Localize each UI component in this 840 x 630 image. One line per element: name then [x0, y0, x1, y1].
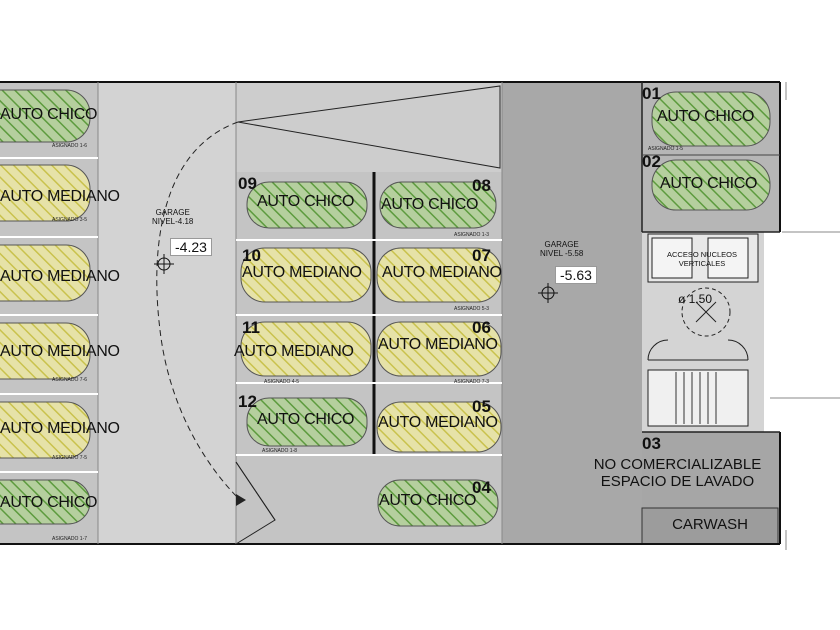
left-strip-spot-5-tag: ASIGNADO 7-5	[52, 455, 88, 461]
car-08	[379, 181, 497, 229]
spot-09-label: AUTO CHICO	[257, 193, 355, 210]
left-strip-spot-1-tag: ASIGNADO 1-6	[52, 143, 88, 149]
car-04	[377, 479, 499, 527]
car-05	[376, 401, 502, 453]
spot-12-label: AUTO CHICO	[257, 411, 355, 428]
car-07	[376, 247, 502, 303]
level-left-title: GARAGE	[155, 208, 190, 217]
spot-06-tag: ASIGNADO 7-3	[454, 379, 490, 385]
left-strip-spot-4-tag: ASIGNADO 7-6	[52, 377, 88, 383]
spot-12-number: 12	[238, 392, 257, 411]
spot-05-label: AUTO MEDIANO	[378, 414, 498, 431]
spot-07-number: 07	[472, 246, 491, 265]
spot-10-number: 10	[242, 246, 261, 265]
spot-02-label: AUTO CHICO	[660, 175, 758, 192]
diameter-label: ø 1.50	[678, 292, 713, 306]
acceso-nucleos-label: ACCESO NUCLEOS VERTICALES	[652, 250, 752, 268]
spot-01-tag: ASIGNADO 1-5	[648, 146, 684, 152]
car-12	[246, 397, 368, 447]
spot-04-number: 04	[472, 478, 491, 497]
level-middle-title: GARAGE	[544, 240, 579, 249]
left-strip-spot-6-tag: ASIGNADO 1-7	[52, 536, 88, 542]
spot-12-tag: ASIGNADO 1-8	[262, 448, 298, 454]
spot-07-tag: ASIGNADO 5-3	[454, 306, 490, 312]
left-strip-spot-4-label: AUTO MEDIANO	[0, 343, 120, 360]
left-strip-spot-6-label: AUTO CHICO	[0, 494, 98, 511]
spot-09-number: 09	[238, 174, 257, 193]
left-strip-spot-2-label: AUTO MEDIANO	[0, 188, 120, 205]
car-02	[651, 159, 771, 211]
spot-03-number: 03	[642, 434, 661, 453]
level-middle-subtitle: NIVEL -5.58	[540, 249, 584, 258]
spot-03-line1: NO COMERCIALIZABLE	[593, 456, 762, 473]
left-strip-spot-3-label: AUTO MEDIANO	[0, 268, 120, 285]
acceso-line2: VERTICALES	[678, 259, 726, 268]
acceso-line1: ACCESO NUCLEOS	[666, 250, 738, 259]
spot-08-number: 08	[472, 176, 491, 195]
spot-01-number: 01	[642, 84, 661, 103]
car-09	[246, 181, 368, 229]
carwash-label: CARWASH	[672, 516, 748, 533]
left-ramp-aisle	[98, 82, 236, 544]
spot-06-number: 06	[472, 318, 491, 337]
spot-11-label: AUTO MEDIANO	[234, 343, 354, 360]
spot-11-number: 11	[242, 318, 260, 337]
carwash-box	[641, 507, 779, 545]
spot-08-tag: ASIGNADO 1-3	[454, 232, 490, 238]
car-01	[651, 91, 771, 147]
spot-03-line2: ESPACIO DE LAVADO	[600, 473, 755, 490]
right-aisle	[502, 82, 642, 544]
car-10	[240, 247, 372, 303]
level-left-value: -4.23	[170, 238, 212, 256]
left-stall-strip	[0, 82, 98, 544]
spot-08-label: AUTO CHICO	[381, 196, 479, 213]
level-left-label: GARAGE NIVEL-4.18	[152, 208, 193, 226]
spot-10-label: AUTO MEDIANO	[242, 264, 362, 281]
spot-04-label: AUTO CHICO	[379, 492, 477, 509]
car-11	[240, 321, 372, 377]
left-strip-spot-2-tag: ASIGNADO 3-5	[52, 217, 88, 223]
spot-03-description: NO COMERCIALIZABLE ESPACIO DE LAVADO	[575, 456, 780, 490]
spot-01-label: AUTO CHICO	[657, 108, 755, 125]
left-strip-spot-5-label: AUTO MEDIANO	[0, 420, 120, 437]
level-middle-label: GARAGE NIVEL -5.58	[540, 240, 583, 258]
left-strip-spot-1-label: AUTO CHICO	[0, 106, 98, 123]
level-middle-value: -5.63	[555, 266, 597, 284]
spot-06-label: AUTO MEDIANO	[378, 336, 498, 353]
spot-02-number: 02	[642, 152, 661, 171]
car-06	[376, 321, 502, 377]
level-left-subtitle: NIVEL-4.18	[152, 217, 194, 226]
spot-07-label: AUTO MEDIANO	[382, 264, 502, 281]
spot-11-tag: ASIGNADO 4-5	[264, 379, 300, 385]
spot-05-number: 05	[472, 397, 491, 416]
ramp-zone	[236, 82, 502, 172]
